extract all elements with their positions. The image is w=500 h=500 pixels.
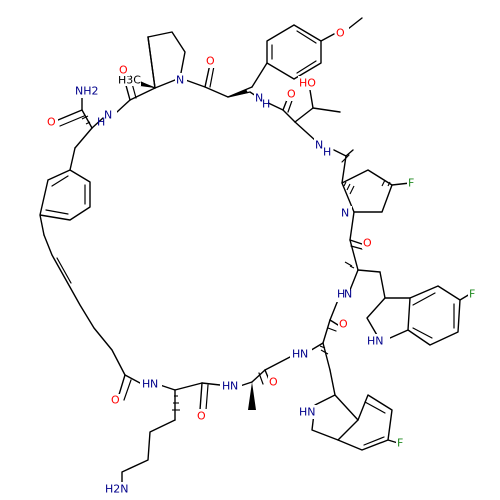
atom-o-proline-carbonyl: O [206, 55, 215, 68]
atom-f-fluoroproline: F [408, 177, 414, 190]
atom-f-indole-2: F [397, 437, 403, 450]
atom-h-tryptophan-1: H [337, 288, 345, 301]
atom-n-phenylalanine: N [104, 109, 112, 122]
atom-n-tryptophan-2: N [300, 348, 308, 361]
atom-o-amide: O [47, 116, 56, 129]
atom-n-alanine: N [230, 380, 238, 393]
atom-f-indole-1: F [469, 288, 475, 301]
atom-n-lysine: N [150, 378, 158, 391]
atom-o-alanine-carbonyl: O [197, 410, 206, 423]
atom-hn-indole-2: HN [299, 406, 316, 419]
atom-h-tryptophan-2: H [292, 348, 300, 361]
atom-h-phenylalanine: H [97, 116, 105, 129]
atom-n-proline-ring: N [176, 74, 184, 87]
atom-n-tyrosine: N [255, 92, 263, 105]
atom-o-tryptophan-2-carbonyl: O [269, 376, 278, 389]
atom-o-fluoroproline-carbonyl: O [363, 237, 372, 250]
bond-skeleton [39, 17, 471, 483]
atom-o-linker-carbonyl: O [111, 394, 120, 407]
atom-h-alanine: H [222, 380, 230, 393]
atom-o-tyrosine-carbonyl: O [287, 88, 296, 101]
atom-h-threonine: H [323, 146, 331, 159]
atom-h-lysine: H [142, 378, 150, 391]
atom-methyl: H3C [118, 74, 141, 87]
atom-o-tryptophan-1-carbonyl: O [339, 318, 348, 331]
atom-nh2-amide: NH2 [75, 85, 99, 98]
atom-h2n-lysine-side-chain: H2N [105, 483, 129, 496]
atom-n-tryptophan-1: N [344, 288, 352, 301]
atom-h-tyrosine: H [262, 98, 270, 111]
atom-labels: O HO N H N H O O N H3C O N F O NH2 O N H [46, 26, 480, 496]
stereo-bonds [81, 80, 391, 411]
atom-hn-indole-1: HN [367, 335, 384, 348]
atom-o-methoxy: O [336, 27, 345, 40]
atom-ho-threonine: HO [299, 77, 316, 90]
atom-n-threonine: N [315, 139, 323, 152]
atom-n-fluoroproline-ring: N [341, 207, 349, 220]
atom-o-methylproline-carbonyl: O [119, 64, 128, 77]
